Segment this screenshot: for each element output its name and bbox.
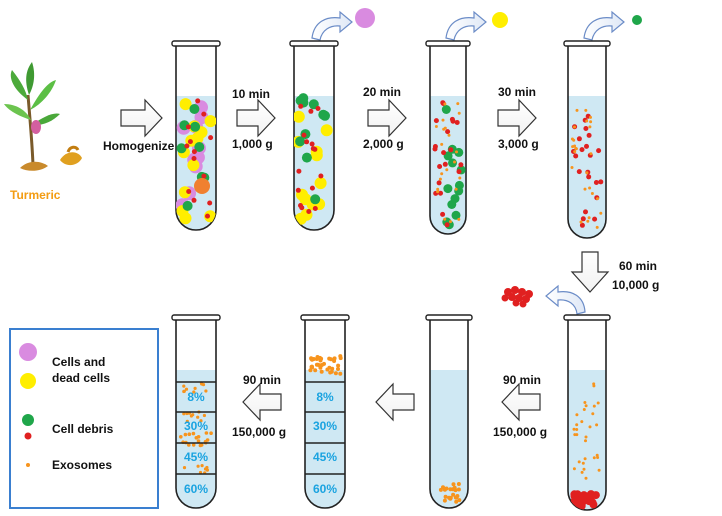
tube-rim	[425, 40, 471, 47]
tube-outline	[304, 318, 346, 509]
step-3-force: 3,000 g	[498, 137, 539, 151]
step-3-time: 30 min	[498, 85, 536, 99]
gradient-30-label: 30%	[313, 419, 337, 433]
tube-outline	[429, 318, 469, 509]
legend-box	[9, 328, 159, 509]
gradient-8-label: 8%	[316, 390, 334, 404]
curved-arrow-icon	[445, 10, 487, 41]
liquid	[430, 370, 468, 508]
arrow-right-icon	[497, 98, 537, 138]
step-2-time: 20 min	[363, 85, 401, 99]
legend-cells-label-line1: Cells and	[52, 355, 105, 369]
cells-pellet-icon	[492, 12, 508, 28]
step-4-time: 60 min	[619, 259, 657, 273]
gradient-60-label: 60%	[313, 482, 337, 496]
tube-gradient-separated	[171, 314, 221, 509]
step-6-time: 90 min	[243, 373, 281, 387]
tube-outline	[293, 44, 335, 231]
legend-debris-green-icon	[22, 414, 34, 426]
tube-rim	[563, 40, 611, 47]
tube-rim	[289, 40, 339, 47]
exosomes	[572, 382, 601, 480]
tube-homogenate	[171, 40, 221, 231]
legend-cells-purple-icon	[19, 343, 37, 361]
tube-outline	[567, 44, 607, 239]
arrow-left-icon	[501, 382, 541, 422]
red-debris-pellet-icon	[501, 286, 533, 308]
red-pellet	[570, 490, 600, 510]
tube-rim	[171, 314, 221, 321]
step-4-force: 10,000 g	[612, 278, 659, 292]
tube-rim	[171, 40, 221, 47]
curved-arrow-icon	[545, 284, 586, 315]
tube-outline	[429, 44, 467, 235]
legend-debris-label: Cell debris	[52, 422, 114, 436]
cells-pellet-icon	[355, 8, 375, 28]
arrow-down-icon	[570, 251, 610, 293]
legend-exosomes-label: Exosomes	[52, 458, 112, 472]
gradient-45-label: 45%	[184, 450, 208, 464]
step-5-time: 90 min	[503, 373, 541, 387]
step-6-force: 150,000 g	[232, 425, 286, 439]
exosomes-8	[182, 381, 208, 394]
yellow-cells	[176, 98, 216, 225]
gradient-30-label: 30%	[184, 419, 208, 433]
yellow-cells	[294, 110, 333, 225]
exosomes	[570, 108, 603, 229]
tube-after-2000g	[425, 40, 471, 235]
arrow-right-icon	[120, 98, 163, 138]
tube-after-150000g	[425, 314, 473, 509]
turmeric-label: Turmeric	[10, 188, 61, 202]
arrow-left-icon	[375, 382, 415, 422]
tube-after-1000g	[289, 40, 339, 231]
red-debris	[184, 98, 214, 219]
legend-debris-red-icon	[24, 432, 32, 440]
gradient-60-label: 60%	[184, 482, 208, 496]
tube-rim	[300, 314, 350, 321]
step-2-force: 2,000 g	[363, 137, 404, 151]
tube-after-3000g	[563, 40, 611, 239]
homogenize-label: Homogenize	[103, 139, 175, 153]
legend-cells-yellow-icon	[20, 373, 36, 389]
exosome-pellet	[438, 482, 462, 504]
tube-outline	[567, 318, 607, 511]
tube-rim	[563, 314, 611, 321]
step-1-force: 1,000 g	[232, 137, 273, 151]
turmeric-plant-icon	[4, 62, 82, 171]
liquid	[568, 370, 606, 510]
arrow-left-icon	[242, 382, 282, 422]
arrow-right-icon	[367, 98, 407, 138]
step-1-time: 10 min	[232, 87, 270, 101]
tube-gradient-loaded	[300, 314, 350, 509]
legend-exosome-icon	[26, 463, 30, 467]
tube-after-10000g	[563, 314, 611, 511]
legend-cells-label-line2: dead cells	[52, 371, 110, 385]
curved-arrow-icon	[583, 10, 625, 41]
exosomes	[434, 102, 462, 224]
tube-outline	[175, 318, 217, 509]
curved-arrow-icon	[311, 10, 353, 41]
liquid	[305, 370, 345, 508]
debris-pellet-icon	[632, 15, 642, 25]
gradient-45-label: 45%	[313, 450, 337, 464]
tube-rim	[425, 314, 473, 321]
red-debris	[295, 103, 324, 214]
gradient-8-label: 8%	[187, 390, 205, 404]
arrow-right-icon	[236, 98, 276, 138]
exosome-layer	[308, 354, 343, 376]
step-5-force: 150,000 g	[493, 425, 547, 439]
